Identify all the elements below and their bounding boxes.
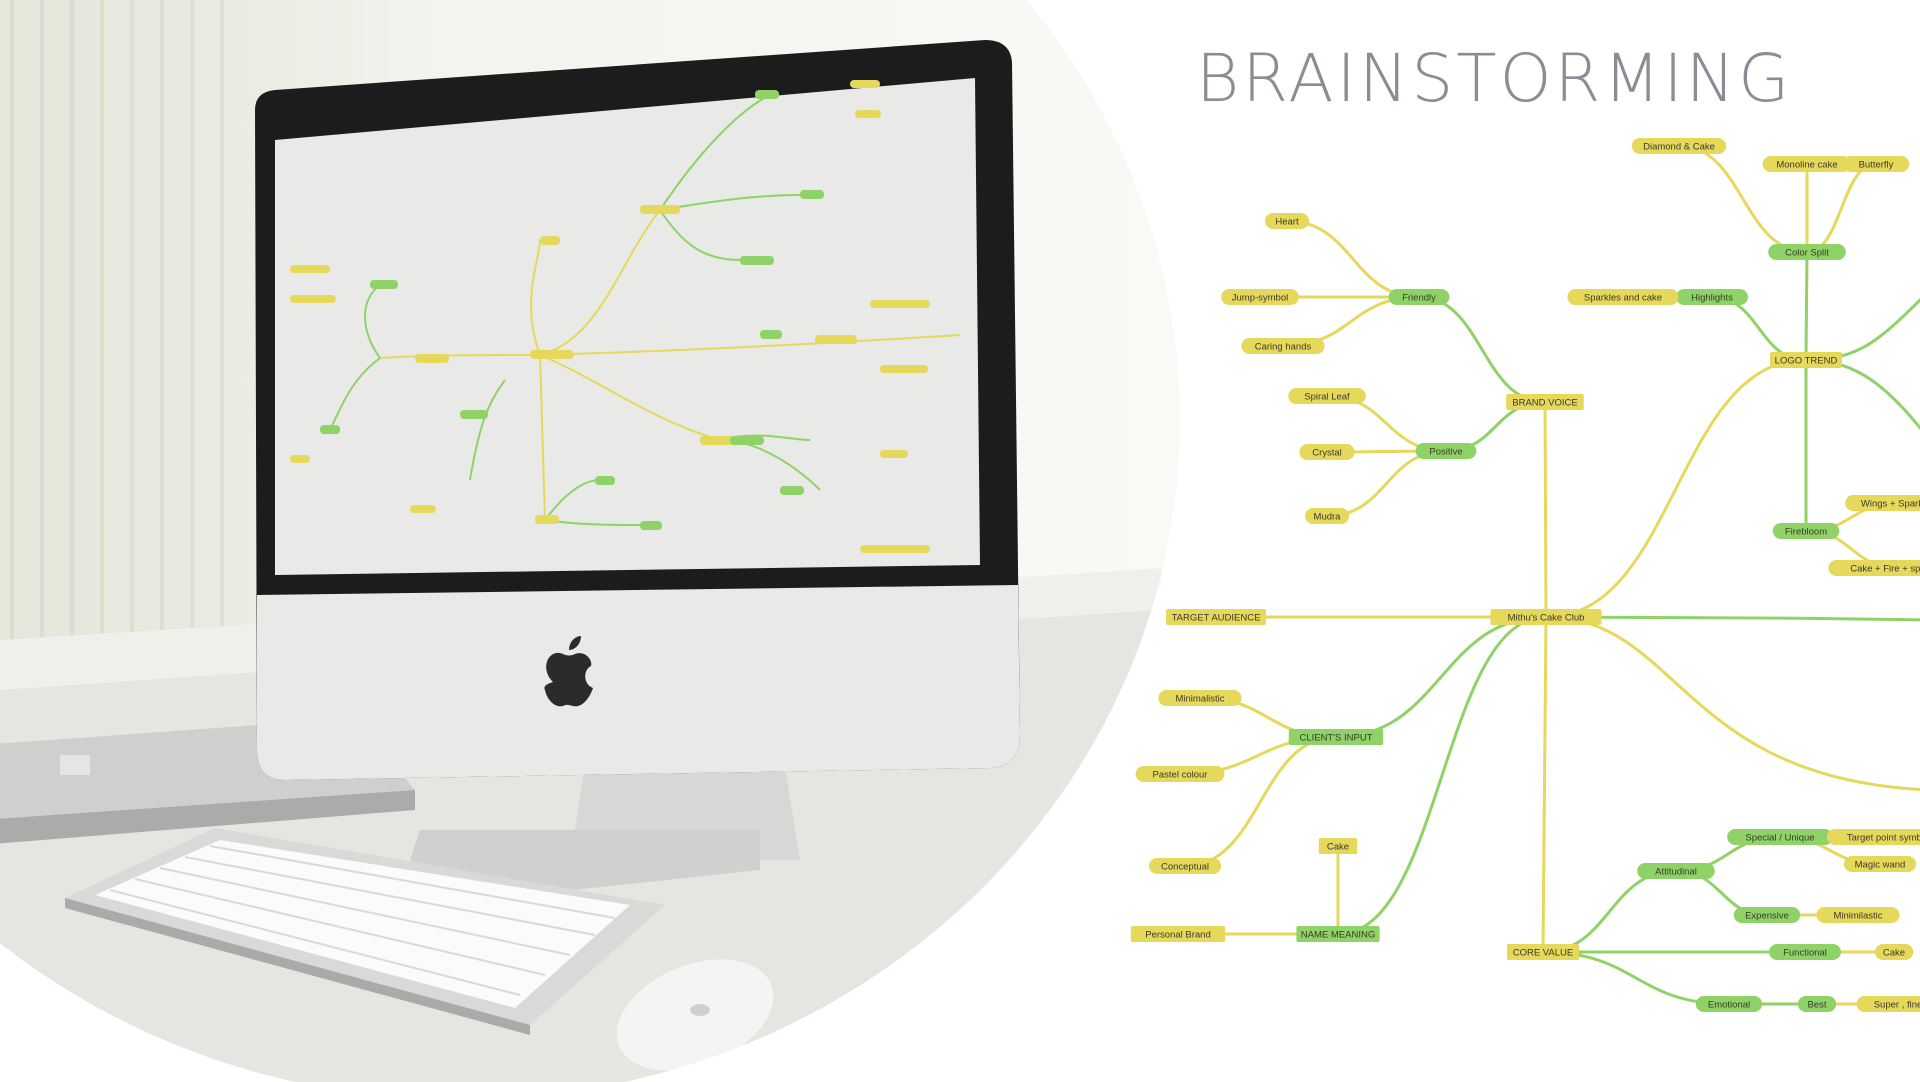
mindmap-edge-special-magicwand: [1780, 837, 1880, 864]
mindmap-node-label: BRAND VOICE: [1512, 398, 1577, 409]
mindmap-node-cakefire: Cake + Fire + sparkles: [1828, 560, 1920, 576]
mindmap-edge-center-name_meaning: [1338, 617, 1546, 934]
mindmap-edge-brand_voice-friendly: [1419, 297, 1545, 402]
mindmap-edge-firebloom-wings: [1806, 503, 1898, 531]
mindmap-node-label: Magic wand: [1855, 860, 1906, 871]
mindmap-node-clients: CLIENT'S INPUT: [1289, 729, 1383, 745]
mindmap-edge-center-clients: [1336, 617, 1546, 737]
mindmap-node-label: Expensive: [1745, 911, 1789, 922]
mindmap-node-firebloom: Firebloom: [1773, 523, 1839, 539]
mindmap-node-label: LOGO TREND: [1775, 356, 1838, 367]
mindmap-branch-offscreen: [1546, 617, 1920, 790]
mindmap-node-name_meaning: NAME MEANING: [1296, 926, 1379, 942]
mindmap-node-label: CORE VALUE: [1513, 948, 1574, 959]
mindmap-edge-center-core: [1543, 617, 1546, 952]
mindmap-node-label: Monoline cake: [1776, 160, 1837, 171]
mindmap-node-label: Emotional: [1708, 1000, 1750, 1011]
mindmap-edge-attitudinal-special: [1676, 837, 1780, 871]
mindmap-node-label: Diamond & Cake: [1643, 142, 1715, 153]
mindmap-node-label: Firebloom: [1785, 527, 1827, 538]
mindmap-node-label: Sparkles and cake: [1584, 293, 1662, 304]
mindmap-node-best: Best: [1798, 996, 1836, 1012]
mindmap-node-label: Butterfly: [1859, 160, 1894, 171]
mindmap-node-attitudinal: Attitudinal: [1637, 863, 1715, 879]
mindmap-branch-offscreen: [1806, 290, 1920, 360]
mindmap-edge-friendly-heart: [1287, 221, 1419, 297]
mindmap-edge-positive-crystal: [1327, 451, 1446, 452]
mindmap-node-center: Mithu's Cake Club: [1490, 609, 1601, 625]
mindmap-node-superfine: Super , fine: [1856, 996, 1920, 1012]
mindmap-node-expensive: Expensive: [1734, 907, 1800, 923]
mindmap-node-label: CLIENT'S INPUT: [1299, 733, 1372, 744]
mindmap-node-label: Super , fine: [1874, 1000, 1920, 1011]
page-title: BRAINSTORMING: [1196, 40, 1792, 117]
mindmap-node-crystal: Crystal: [1299, 444, 1354, 460]
mindmap-node-mudra: Mudra: [1305, 508, 1349, 524]
mindmap-edge-firebloom-cakefire: [1806, 531, 1898, 568]
mindmap-node-magicwand: Magic wand: [1844, 856, 1916, 872]
mindmap-node-logo_trend: LOGO TREND: [1770, 352, 1842, 368]
mindmap-node-label: Attitudinal: [1655, 867, 1697, 878]
mindmap-node-cake_fn: Cake: [1875, 944, 1913, 960]
mindmap-node-brand_voice: BRAND VOICE: [1506, 394, 1584, 410]
mindmap-node-color_split: Color Split: [1768, 244, 1846, 260]
mindmap-node-label: Crystal: [1312, 448, 1342, 459]
mindmap-node-label: Target point symbol: [1847, 833, 1920, 844]
mindmap-node-core: CORE VALUE: [1507, 944, 1579, 960]
mindmap-node-label: Color Split: [1785, 248, 1829, 259]
mindmap-node-special: Special / Unique: [1727, 829, 1833, 845]
mindmap-branch-offscreen: [1806, 360, 1920, 440]
mindmap-node-monoline: Monoline cake: [1763, 156, 1852, 172]
mindmap-node-diamond: Diamond & Cake: [1632, 138, 1726, 154]
mindmap-edge-logo_trend-color_split: [1806, 252, 1807, 360]
mindmap-edge-positive-mudra: [1327, 451, 1446, 516]
mindmap-edge-positive-spiral: [1327, 396, 1446, 451]
mindmap-node-label: Cake + Fire + sparkles: [1850, 564, 1920, 575]
mindmap-edge-attitudinal-expensive: [1676, 871, 1767, 915]
mindmap-node-sparkles: Sparkles and cake: [1567, 289, 1678, 305]
mindmap-node-label: Mithu's Cake Club: [1508, 613, 1585, 624]
mindmap-node-positive: Positive: [1416, 443, 1477, 459]
mindmap-node-wings: Wings + Sparkles: [1845, 495, 1920, 511]
mindmap-branch-offscreen: [1546, 617, 1920, 620]
mindmap-node-label: Highlights: [1691, 293, 1733, 304]
screen-mindmap: [275, 78, 980, 575]
mindmap-node-minimilastic: Minimilastic: [1816, 907, 1899, 923]
workstation-photo: [0, 0, 1300, 1082]
mindmap-node-friendly: Friendly: [1389, 289, 1450, 305]
mindmap-node-label: Mudra: [1314, 512, 1342, 523]
mindmap-node-label: Best: [1807, 1000, 1826, 1011]
mindmap-node-label: Cake: [1327, 842, 1349, 853]
mindmap-node-label: Special / Unique: [1745, 833, 1814, 844]
mindmap-node-targetpoint: Target point symbol: [1827, 829, 1920, 845]
mindmap-edge-color_split-butterfly: [1807, 164, 1876, 252]
mindmap-node-cake_top: Cake: [1319, 838, 1357, 854]
mindmap-node-label: Wings + Sparkles: [1861, 499, 1920, 510]
mindmap-edge-center-logo_trend: [1546, 360, 1806, 617]
mindmap-node-label: Functional: [1783, 948, 1827, 959]
window-blinds: [0, 0, 240, 700]
mindmap-node-label: NAME MEANING: [1301, 930, 1375, 941]
imac: [255, 40, 1020, 780]
mindmap-node-label: Friendly: [1402, 293, 1436, 304]
mindmap-node-label: Spiral Leaf: [1304, 392, 1350, 403]
mindmap-node-butterfly: Butterfly: [1843, 156, 1909, 172]
mindmap-node-label: Cake: [1883, 948, 1905, 959]
mindmap-edge-center-brand_voice: [1545, 402, 1546, 617]
mindmap-node-functional: Functional: [1769, 944, 1841, 960]
mindmap-node-label: Minimilastic: [1833, 911, 1882, 922]
mindmap-edge-core-emotional: [1543, 952, 1729, 1004]
mindmap-edge-core-attitudinal: [1543, 871, 1676, 952]
mindmap-edge-color_split-diamond: [1679, 146, 1807, 252]
mindmap-edge-logo_trend-highlights: [1712, 297, 1806, 360]
mindmap-node-highlights: Highlights: [1676, 289, 1748, 305]
mindmap-edge-friendly-caring: [1283, 297, 1419, 346]
mindmap-edge-brand_voice-positive: [1446, 402, 1545, 451]
mindmap-node-label: Positive: [1429, 447, 1462, 458]
mindmap-node-emotional: Emotional: [1696, 996, 1762, 1012]
